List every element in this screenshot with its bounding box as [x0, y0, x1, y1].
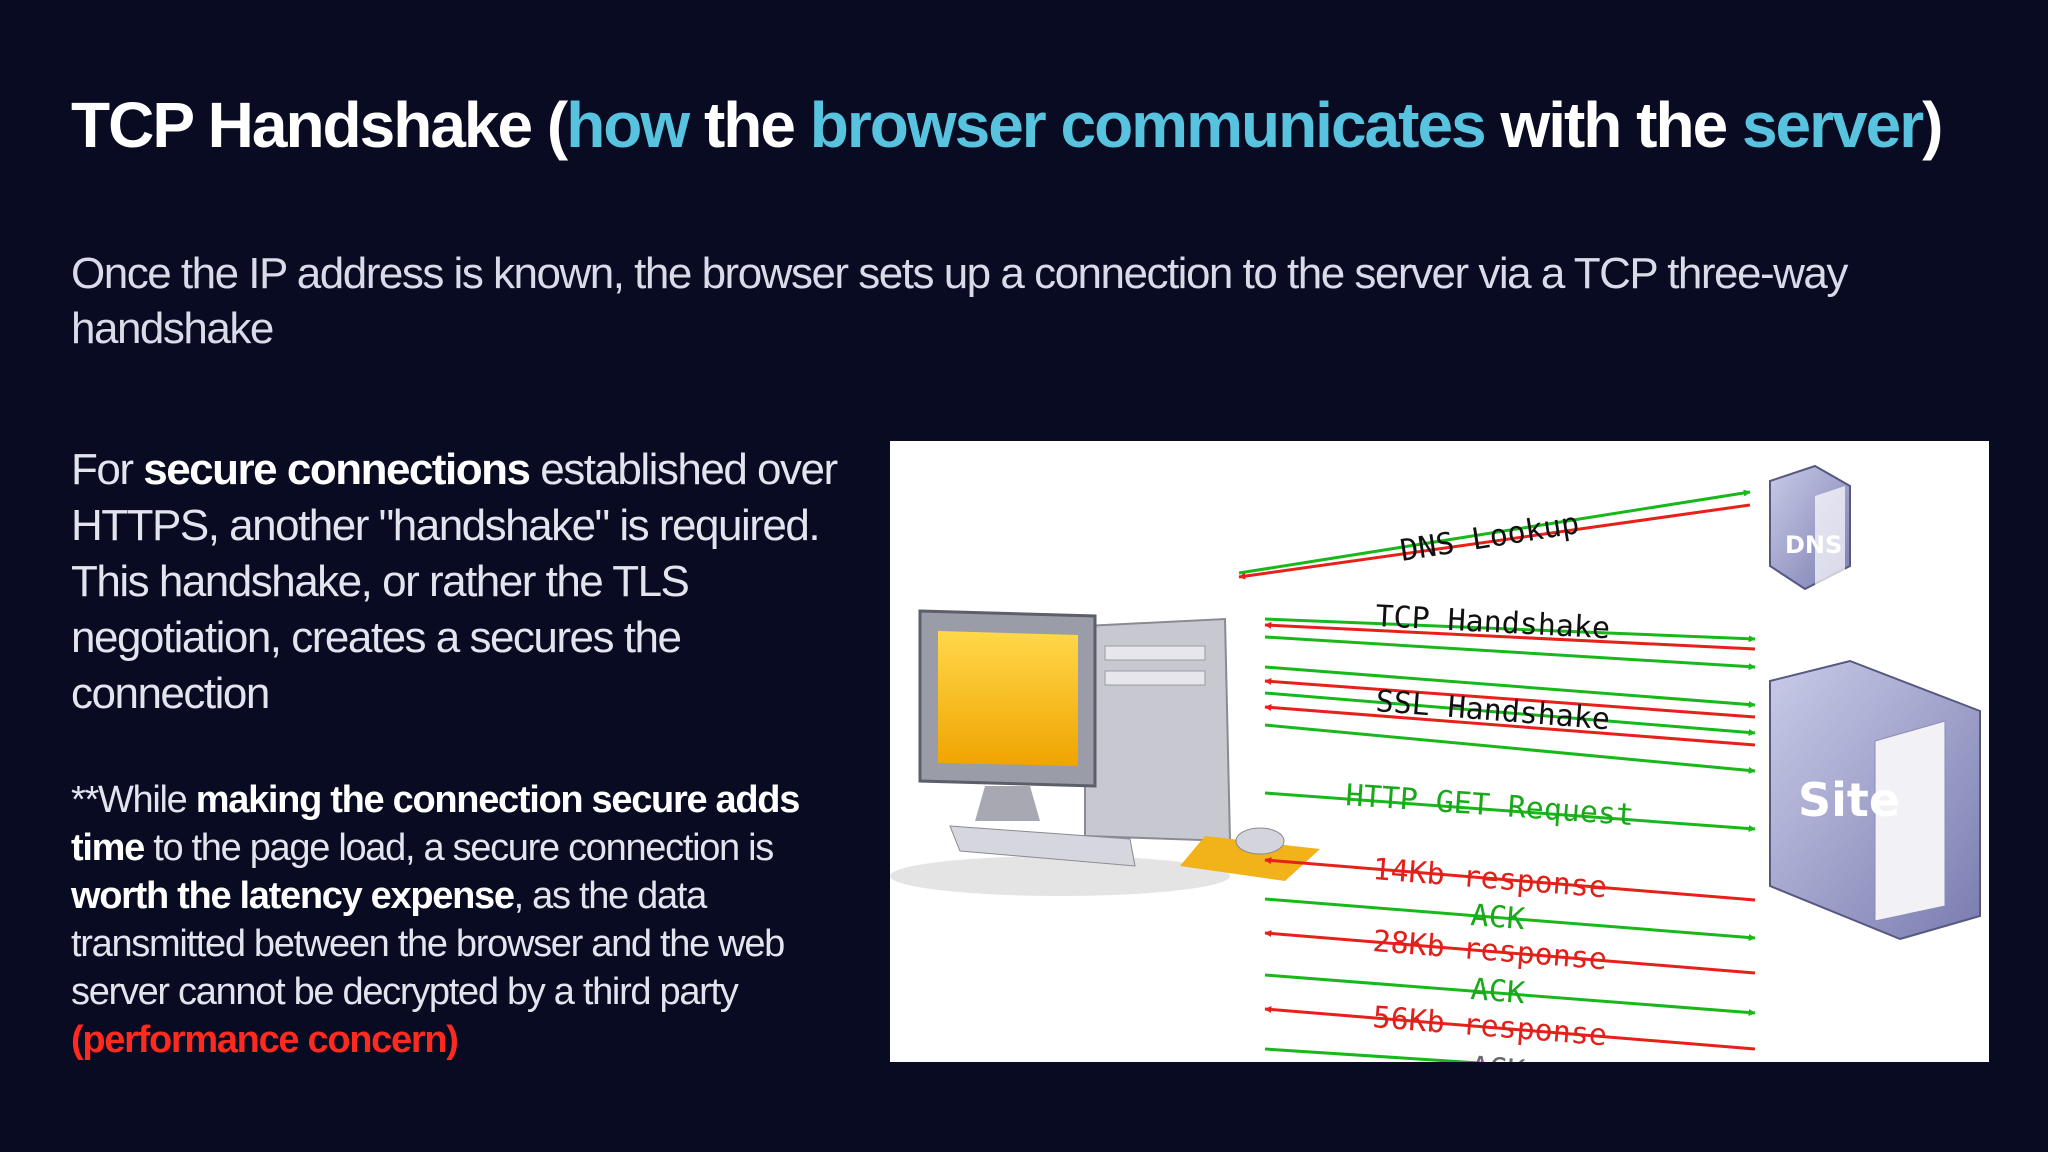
ack-2-arrow — [1264, 973, 1756, 1017]
performance-concern: (performance concern) — [71, 1019, 459, 1061]
title-accent-browser: browser communicates — [809, 89, 1487, 161]
computer-icon — [890, 609, 1320, 896]
secure-connections-paragraph: For secure connections established over … — [71, 442, 871, 722]
tcp-synack-arrow — [1264, 621, 1756, 651]
note-bold: making the connection secure adds time — [71, 779, 800, 869]
ack-3-arrow — [1264, 1047, 1488, 1062]
diagram-canvas: DNS Site — [890, 464, 1981, 1062]
title-text: with the — [1484, 89, 1742, 161]
title-text: TCP Handshake ( — [71, 89, 568, 161]
ssl-arrow-3 — [1264, 691, 1756, 736]
resp-14-arrow — [1264, 857, 1756, 902]
tcp-handshake-label: TCP Handshake — [1375, 599, 1611, 646]
title-text: ) — [1922, 89, 1943, 161]
para-bold: secure connections — [143, 445, 531, 494]
resp-28-arrow — [1264, 930, 1756, 975]
http-get-arrow — [1264, 791, 1756, 833]
handshake-diagram: DNS Site — [890, 441, 1989, 1062]
note-text: to the page load, a secure connection is — [143, 827, 774, 869]
dns-server-icon: DNS — [1769, 464, 1851, 591]
ack-3-label: ACK — [1469, 1050, 1526, 1062]
note-bold: worth the latency expense — [71, 875, 515, 917]
tcp-ack-arrow — [1264, 635, 1756, 671]
para-text: established over HTTPS, another "handsha… — [71, 445, 838, 718]
para-text: For — [71, 445, 144, 494]
ssl-arrow-1 — [1264, 665, 1756, 709]
latency-note: **While making the connection secure add… — [71, 776, 871, 1064]
arrow-labels: DNS Lookup TCP Handshake SSL Handshake H… — [1344, 506, 1635, 1062]
ack-1-label: ACK — [1469, 898, 1526, 937]
ack-1-arrow — [1264, 897, 1756, 941]
dns-response-arrow — [1238, 503, 1751, 580]
slide-title: TCP Handshake (how the browser communica… — [71, 88, 1943, 162]
dns-lookup-label: DNS Lookup — [1398, 506, 1582, 569]
site-server-icon: Site — [1769, 659, 1981, 941]
tcp-syn-arrow — [1264, 617, 1756, 643]
dns-server-label: DNS — [1785, 531, 1842, 559]
note-text: , as the data transmitted between the br… — [71, 875, 785, 1013]
site-server-label: Site — [1798, 773, 1900, 827]
note-text: **While — [71, 779, 196, 821]
http-get-label: HTTP GET Request — [1344, 778, 1635, 833]
message-arrows — [1238, 489, 1756, 1062]
dns-request-arrow — [1238, 489, 1751, 575]
intro-text: Once the IP address is known, the browse… — [71, 249, 1848, 353]
resp-14-label: 14Kb response — [1371, 852, 1608, 905]
title-accent-server: server — [1741, 89, 1924, 161]
ssl-arrow-2 — [1264, 677, 1756, 719]
ack-2-label: ACK — [1469, 972, 1526, 1011]
ssl-arrow-4 — [1264, 703, 1756, 747]
title-accent-how: how — [566, 89, 690, 161]
title-text: the — [688, 89, 810, 161]
resp-56-arrow — [1264, 1006, 1756, 1051]
ssl-arrow-5 — [1264, 723, 1756, 774]
